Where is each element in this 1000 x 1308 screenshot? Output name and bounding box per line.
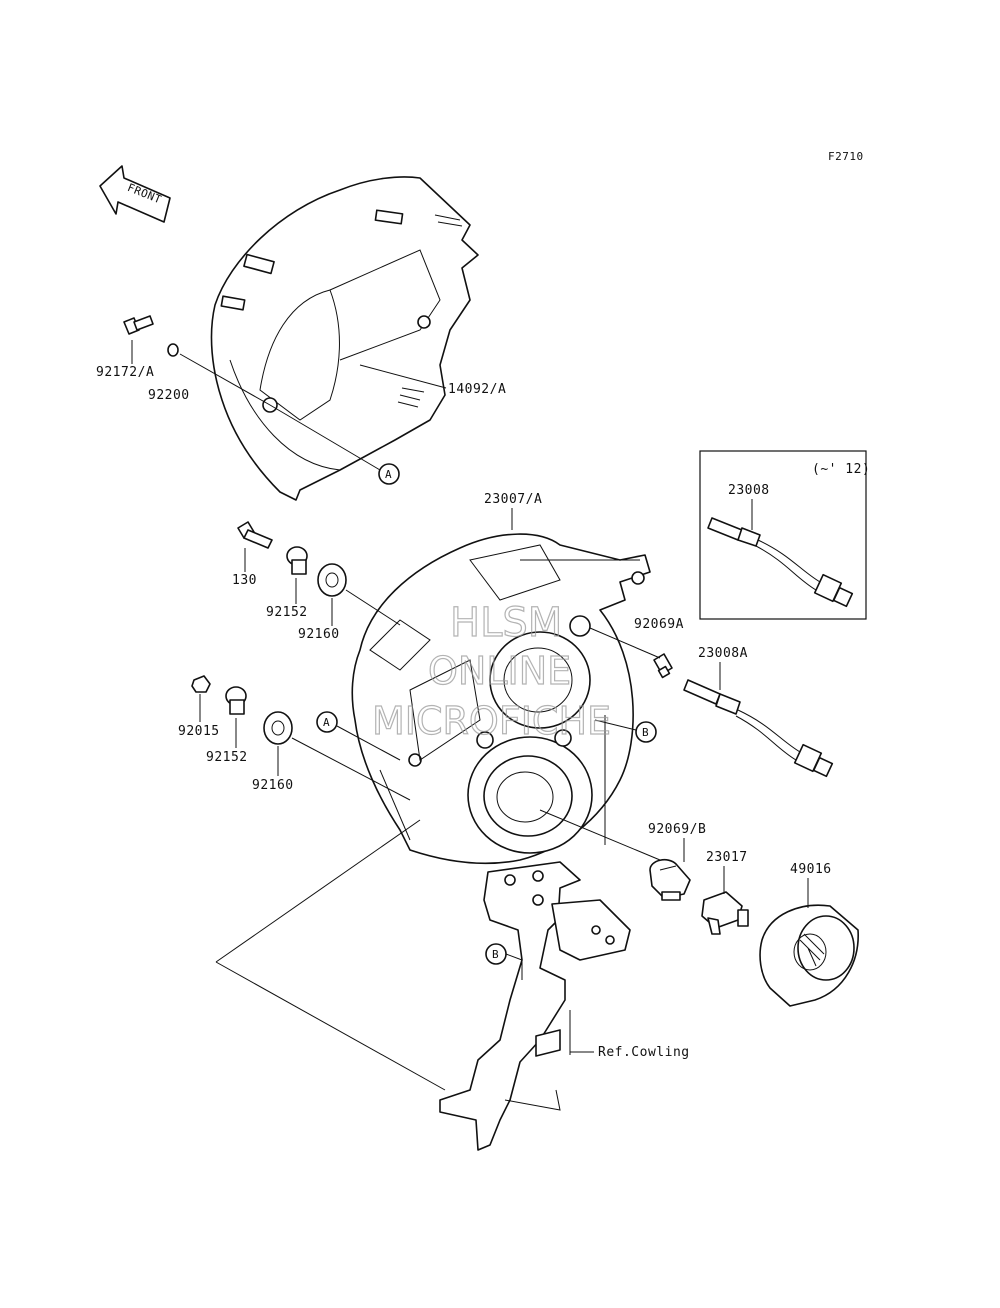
label-92200: 92200 <box>148 388 190 403</box>
harness-23008-part <box>707 517 854 608</box>
callout-a-lower-label: A <box>323 716 330 729</box>
watermark-line1: HLSM <box>450 600 562 646</box>
washer-92200-part <box>167 343 179 357</box>
socket-23017-part <box>701 891 749 935</box>
label-23007a: 23007/A <box>484 492 542 507</box>
bolt-130-part <box>237 521 273 549</box>
inset-box: (~' 12) 23008 <box>699 450 870 620</box>
front-arrow-icon: FRONT <box>99 165 171 223</box>
watermark-line2: ONLINE <box>428 649 571 693</box>
watermark-line3: MICROFICHE <box>372 699 611 743</box>
label-ref-cowling: Ref.Cowling <box>598 1045 690 1060</box>
label-92069b: 92069/B <box>648 822 706 837</box>
grommet-92160-upper-part <box>317 563 347 597</box>
watermark: HLSM ONLINE MICROFICHE <box>371 599 611 743</box>
bolt-92172a-part <box>123 315 154 335</box>
label-92069a: 92069A <box>634 617 684 632</box>
label-92160-upper: 92160 <box>298 627 340 642</box>
label-14092a: 14092/A <box>448 382 506 397</box>
nut-92015-part <box>191 675 211 693</box>
label-92015: 92015 <box>178 724 220 739</box>
label-23017: 23017 <box>706 850 748 865</box>
collar-92152-lower-part <box>225 686 247 715</box>
callout-a-upper <box>378 463 400 485</box>
cap-49016-part <box>759 904 859 1007</box>
upper-cover-part <box>210 176 479 501</box>
inset-note: (~' 12) <box>812 462 870 477</box>
headlight-bracket-part <box>439 861 631 1151</box>
label-92172a: 92172/A <box>96 365 154 380</box>
headlight-assembly-part <box>351 533 651 865</box>
bulb-92069a-part <box>653 653 673 679</box>
label-23008: 23008 <box>728 483 770 498</box>
callout-b-upper-label: B <box>642 726 649 739</box>
collar-92152-upper-part <box>286 546 308 575</box>
callout-b-upper <box>635 721 657 743</box>
label-49016: 49016 <box>790 862 832 877</box>
label-130: 130 <box>232 573 257 588</box>
label-23008a: 23008A <box>698 646 748 661</box>
figure-code: F2710 <box>828 150 864 163</box>
callout-a-upper-label: A <box>385 468 392 481</box>
label-92152-upper: 92152 <box>266 605 308 620</box>
harness-23008a-part <box>683 679 834 778</box>
label-92152-lower: 92152 <box>206 750 248 765</box>
grommet-92160-lower-part <box>263 711 293 745</box>
callout-a-lower <box>316 711 338 733</box>
bulb-92069b-part <box>649 858 691 901</box>
label-92160-lower: 92160 <box>252 778 294 793</box>
callout-b-lower-label: B <box>492 948 499 961</box>
